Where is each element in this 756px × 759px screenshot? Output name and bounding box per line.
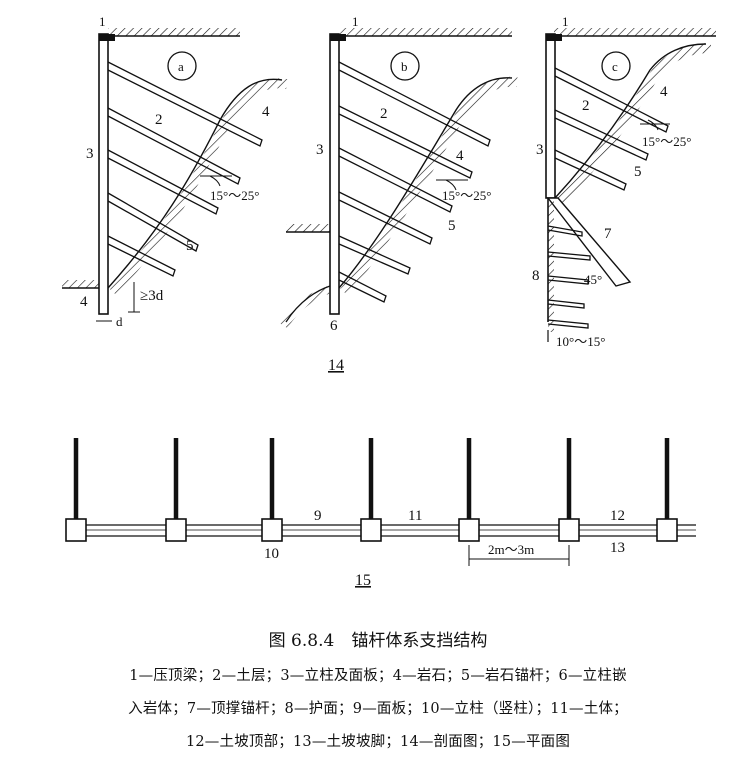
label-10: 10 — [264, 546, 279, 562]
circle-b-label: b — [401, 59, 408, 74]
angle-label-c: 15°～25° — [642, 134, 691, 149]
angle-label-b: 15°～25° — [442, 188, 491, 203]
figure-caption-title: 图 6.8.4 锚杆体系支挡结构 — [268, 631, 488, 651]
legend-line-3: 12—土坡顶部；13—土坡坡脚；14—剖面图；15—平面图 — [185, 734, 571, 750]
label-1-c: 1 — [562, 14, 569, 29]
circle-c-label: c — [612, 59, 618, 74]
plan-column — [65, 518, 87, 542]
plan-column — [261, 518, 283, 542]
label-7-c: 7 — [604, 226, 612, 242]
plan-column — [165, 518, 187, 542]
label-13: 13 — [610, 540, 625, 556]
plan-column — [458, 518, 480, 542]
capping-beam-b — [330, 34, 346, 41]
column-facing-a — [98, 33, 109, 315]
label-6-b: 6 — [330, 318, 338, 334]
label-5-b: 5 — [448, 218, 456, 234]
spacing-label: 2m～3m — [488, 542, 534, 557]
section-panel-b: b 1 2 3 4 5 6 15°～25° — [280, 14, 518, 334]
anchor-rods-a — [107, 61, 263, 277]
circle-c — [601, 51, 631, 81]
d-label: d — [116, 314, 123, 329]
rock-boundary-b — [338, 77, 513, 289]
capping-beam-c — [546, 34, 562, 41]
rock-boundary-c — [554, 43, 707, 199]
section-panel-a: a 1 2 3 4 4 5 15°～25° ≥3d d — [62, 14, 288, 329]
label-5-c: 5 — [634, 164, 642, 180]
plan-view-label: 15 — [355, 572, 371, 589]
label-1-a: 1 — [99, 14, 106, 29]
anchor-rods-c — [554, 67, 669, 191]
circle-b — [390, 51, 420, 81]
top-strut-anchor — [546, 197, 632, 287]
angle-10-15-label: 10°～15° — [556, 334, 605, 349]
label-5-a: 5 — [186, 238, 194, 254]
capping-beam-a — [99, 34, 115, 41]
label-9: 9 — [314, 508, 322, 524]
label-4-b: 4 — [456, 148, 464, 164]
label-4-a-base: 4 — [80, 294, 88, 310]
label-1-b: 1 — [352, 14, 359, 29]
facing-protection-bars — [547, 225, 591, 329]
legend-line-2: 入岩体；7—顶撑锚杆；8—护面；9—面板；10—立柱（竖柱）；11—土体； — [128, 701, 628, 717]
section-panel-c: c 1 2 3 4 5 7 8 15°～25° 45° 10°～15° — [532, 14, 716, 349]
label-2-b: 2 — [380, 106, 388, 122]
label-2-c: 2 — [582, 98, 590, 114]
label-3-a: 3 — [86, 146, 94, 162]
angle-45-label: 45° — [584, 272, 602, 287]
anchor-rods-b — [338, 61, 491, 303]
embed-depth-label: ≥3d — [140, 288, 164, 304]
label-3-b: 3 — [316, 142, 324, 158]
plan-column — [558, 518, 580, 542]
label-4-c: 4 — [660, 84, 668, 100]
legend-line-1: 1—压顶梁；2—土层；3—立柱及面板；4—岩石；5—岩石锚杆；6—立柱嵌 — [129, 668, 627, 684]
label-4-a-rock: 4 — [262, 104, 270, 120]
label-12: 12 — [610, 508, 625, 524]
label-2-a: 2 — [155, 112, 163, 128]
column-facing-b — [329, 33, 340, 315]
section-view-label: 14 — [328, 357, 344, 374]
label-3-c: 3 — [536, 142, 544, 158]
plan-column — [360, 518, 382, 542]
plan-column — [656, 518, 678, 542]
label-8-c: 8 — [532, 268, 540, 284]
label-11: 11 — [408, 508, 422, 524]
angle-label-a: 15°～25° — [210, 188, 259, 203]
plan-view: 2m～3m 9 10 11 12 13 — [65, 438, 696, 566]
column-facing-c — [545, 33, 556, 199]
circle-a — [167, 51, 197, 81]
rock-boundary-a — [107, 78, 283, 289]
circle-a-label: a — [178, 59, 184, 74]
